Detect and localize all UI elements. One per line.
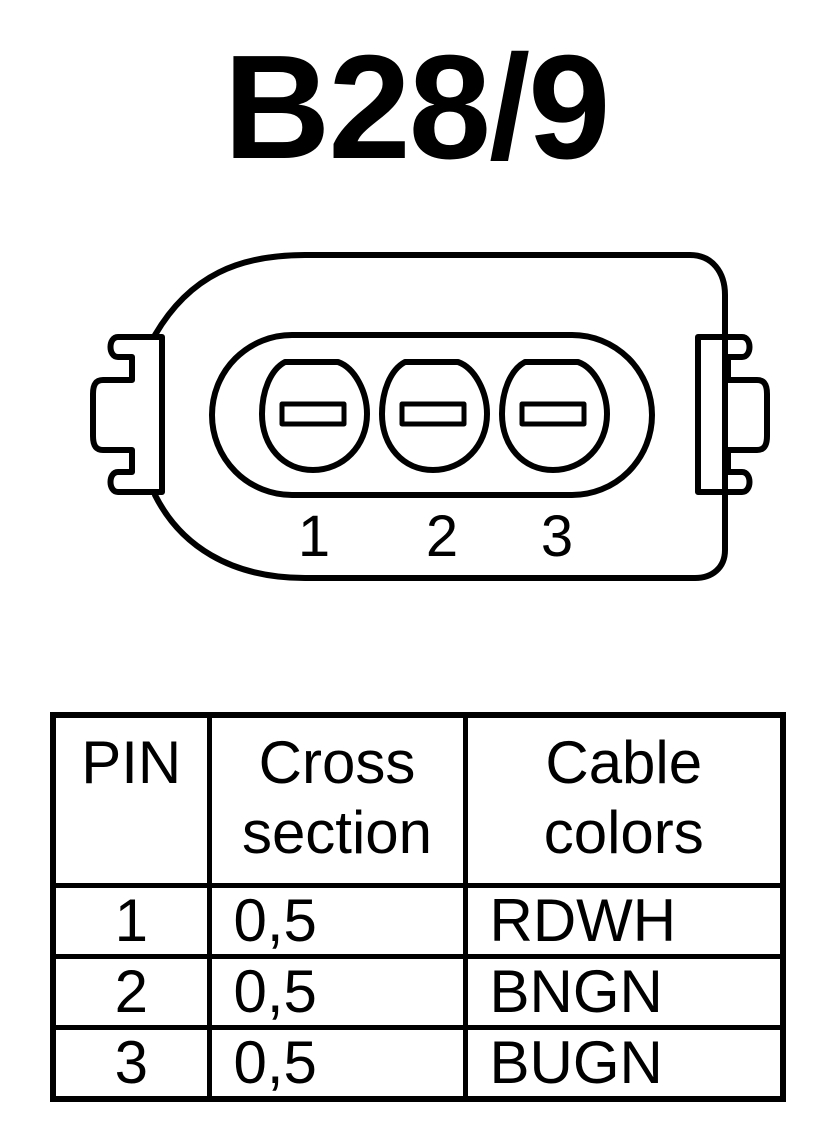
table-row: 3 0,5 BUGN — [50, 1025, 786, 1102]
pin-1-socket — [259, 359, 370, 473]
right-latch — [695, 334, 770, 495]
pin-assignment-table: PIN Cross section Cable colors 1 0,5 RDW… — [50, 712, 786, 1102]
cell-cross-section: 0,5 — [206, 883, 468, 959]
cell-pin: 2 — [50, 954, 212, 1030]
connector-title: B28/9 — [223, 25, 611, 190]
cell-cable-color: BUGN — [462, 1025, 786, 1102]
header-cross-section-line2: section — [241, 799, 433, 866]
table-row: 2 0,5 BNGN — [50, 954, 786, 1030]
header-pin: PIN — [50, 712, 212, 888]
header-pin-label: PIN — [81, 729, 182, 796]
header-cross-section: Cross section — [206, 712, 468, 888]
pin-1-contact — [279, 401, 347, 427]
connector-housing-outline — [152, 252, 728, 581]
pin-3-socket — [499, 359, 610, 473]
connector-diagram: 1 2 3 — [0, 230, 832, 600]
cell-pin: 1 — [50, 883, 212, 959]
cell-cross-section: 0,5 — [206, 954, 468, 1030]
table-header-row: PIN Cross section Cable colors — [50, 712, 786, 888]
pin-2-contact — [399, 401, 467, 427]
header-cable-colors-line2: colors — [543, 799, 704, 866]
pin-label-1: 1 — [298, 504, 330, 569]
pin-label-2: 2 — [426, 504, 458, 569]
pin-2-socket — [379, 359, 490, 473]
header-cable-colors: Cable colors — [462, 712, 786, 888]
header-cross-section-line1: Cross — [258, 729, 416, 796]
pin-label-3: 3 — [541, 504, 573, 569]
cell-cable-color: RDWH — [462, 883, 786, 959]
table-row: 1 0,5 RDWH — [50, 883, 786, 959]
left-latch — [90, 334, 165, 495]
pin-cavity-outline — [209, 332, 655, 498]
header-cable-colors-line1: Cable — [545, 729, 703, 796]
cell-pin: 3 — [50, 1025, 212, 1102]
cell-cross-section: 0,5 — [206, 1025, 468, 1102]
cell-cable-color: BNGN — [462, 954, 786, 1030]
pin-3-contact — [519, 401, 587, 427]
